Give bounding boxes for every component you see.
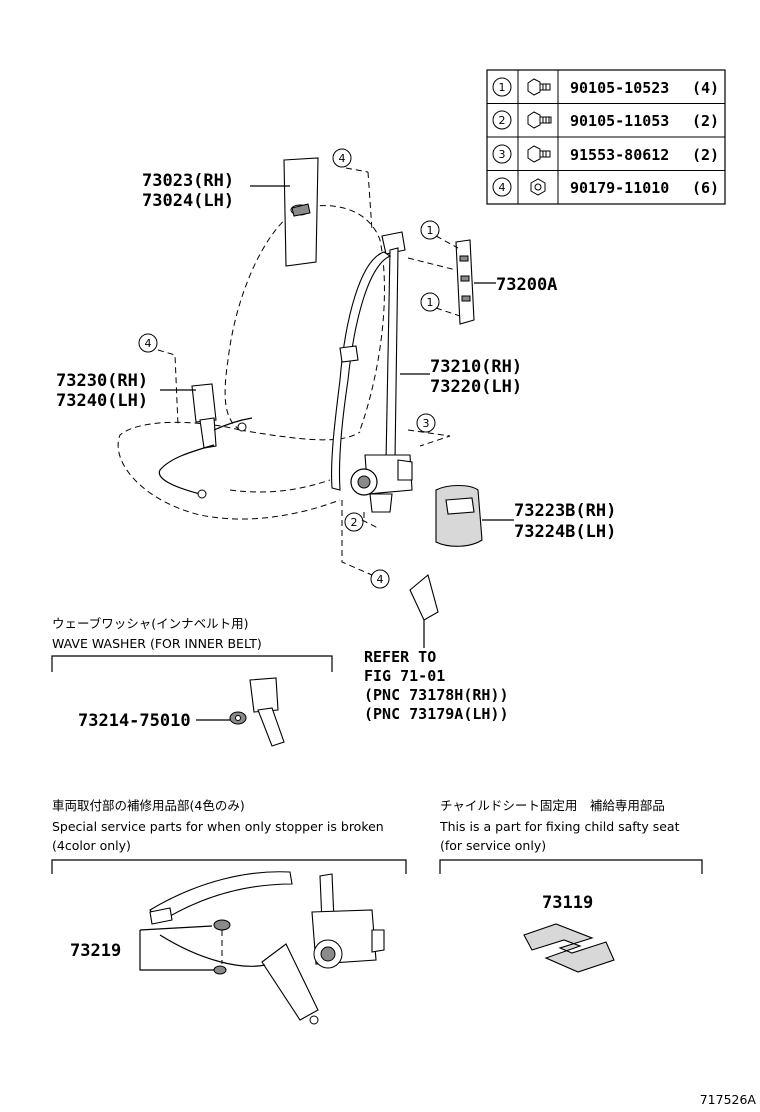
- quantity: (2): [692, 146, 719, 164]
- seat-outline: [117, 205, 385, 520]
- label-73220: 73220(LH): [430, 377, 522, 397]
- label-73023: 73023(RH): [142, 171, 234, 191]
- retractor: [350, 454, 413, 513]
- row-index: 2: [499, 114, 506, 127]
- label-73210: 73210(RH): [430, 357, 522, 377]
- part-number: 90179-11010: [570, 179, 669, 197]
- shoulder-adjuster-part: [455, 239, 496, 325]
- svg-text:2: 2: [351, 516, 358, 529]
- table-row: 3 91553-80612 (2): [492, 144, 719, 164]
- part-number: 90105-10523: [570, 79, 669, 97]
- child-seat-anchor-part: [523, 923, 615, 973]
- label-73230: 73230(RH): [56, 371, 148, 391]
- refer-part: [409, 574, 439, 648]
- service-note-en-1: Special service parts for when only stop…: [52, 819, 384, 834]
- wave-washer-note-en: WAVE WASHER (FOR INNER BELT): [52, 636, 262, 651]
- callout-circle: 4: [332, 148, 352, 168]
- child-seat-section: チャイルドシート固定用 補給専用部品 This is a part for fi…: [439, 798, 703, 973]
- quantity: (4): [692, 79, 719, 97]
- part-number: 91553-80612: [570, 146, 669, 164]
- label-73240: 73240(LH): [56, 391, 148, 411]
- row-index: 4: [499, 181, 506, 194]
- svg-text:4: 4: [339, 152, 346, 165]
- service-parts-section: 車両取付部の補修用品部(4色のみ) Special service parts …: [51, 798, 407, 1025]
- headrest-cover-part: [250, 157, 319, 267]
- refer-line-1: REFER TO: [364, 648, 436, 666]
- row-index: 3: [499, 148, 506, 161]
- bolt-flange-icon: [527, 145, 551, 163]
- refer-line-4: (PNC 73179A(LH)): [364, 705, 509, 723]
- wave-washer-section: ウェーブワッシャ(インナベルト用) WAVE WASHER (FOR INNER…: [51, 616, 333, 747]
- svg-text:4: 4: [377, 573, 384, 586]
- row-index: 1: [499, 81, 506, 94]
- label-73024: 73024(LH): [142, 191, 234, 211]
- label-73214: 73214-75010: [78, 711, 191, 731]
- inner-buckle-part: [158, 383, 253, 499]
- callout-circle: 3: [416, 413, 436, 433]
- quantity: (6): [692, 179, 719, 197]
- table-row: 4 90179-11010 (6): [492, 177, 719, 197]
- refer-line-3: (PNC 73178H(RH)): [364, 686, 509, 704]
- svg-text:1: 1: [427, 224, 434, 237]
- callout-circle: 1: [420, 292, 440, 312]
- bolt-flange-icon: [527, 78, 551, 96]
- retractor-cover-part: [435, 484, 514, 547]
- label-73224b: 73224B(LH): [514, 522, 616, 542]
- child-note-en-1: This is a part for fixing child safty se…: [439, 819, 680, 834]
- label-73200a: 73200A: [496, 275, 557, 295]
- figure-id: 717526A: [700, 1092, 757, 1107]
- seat-belt-assembly: [331, 231, 430, 513]
- wave-washer-note-jp: ウェーブワッシャ(インナベルト用): [52, 616, 249, 631]
- part-number: 90105-11053: [570, 112, 669, 130]
- callout-circle: 1: [420, 220, 440, 240]
- quantity: (2): [692, 112, 719, 130]
- table-row: 2 90105-11053 (2): [492, 110, 719, 130]
- bolt-flange-icon: [527, 111, 552, 129]
- label-73119: 73119: [542, 893, 593, 913]
- service-note-jp: 車両取付部の補修用品部(4色のみ): [52, 798, 245, 813]
- table-row: 1 90105-10523 (4): [492, 77, 719, 97]
- svg-text:4: 4: [145, 337, 152, 350]
- callout-circle: 2: [344, 512, 364, 532]
- callout-circle: 4: [138, 333, 158, 353]
- nut-icon: [530, 178, 546, 196]
- refer-line-2: FIG 71-01: [364, 667, 445, 685]
- svg-text:3: 3: [423, 417, 430, 430]
- service-note-en-2: (4color only): [52, 838, 131, 853]
- child-note-jp: チャイルドシート固定用 補給専用部品: [440, 798, 665, 813]
- callout-circle: 4: [370, 569, 390, 589]
- fastener-table: 1 90105-10523 (4) 2 90105-11053 (2) 3: [486, 69, 726, 205]
- svg-text:1: 1: [427, 296, 434, 309]
- label-73219: 73219: [70, 941, 121, 961]
- label-73223b: 73223B(RH): [514, 501, 616, 521]
- child-note-en-2: (for service only): [440, 838, 546, 853]
